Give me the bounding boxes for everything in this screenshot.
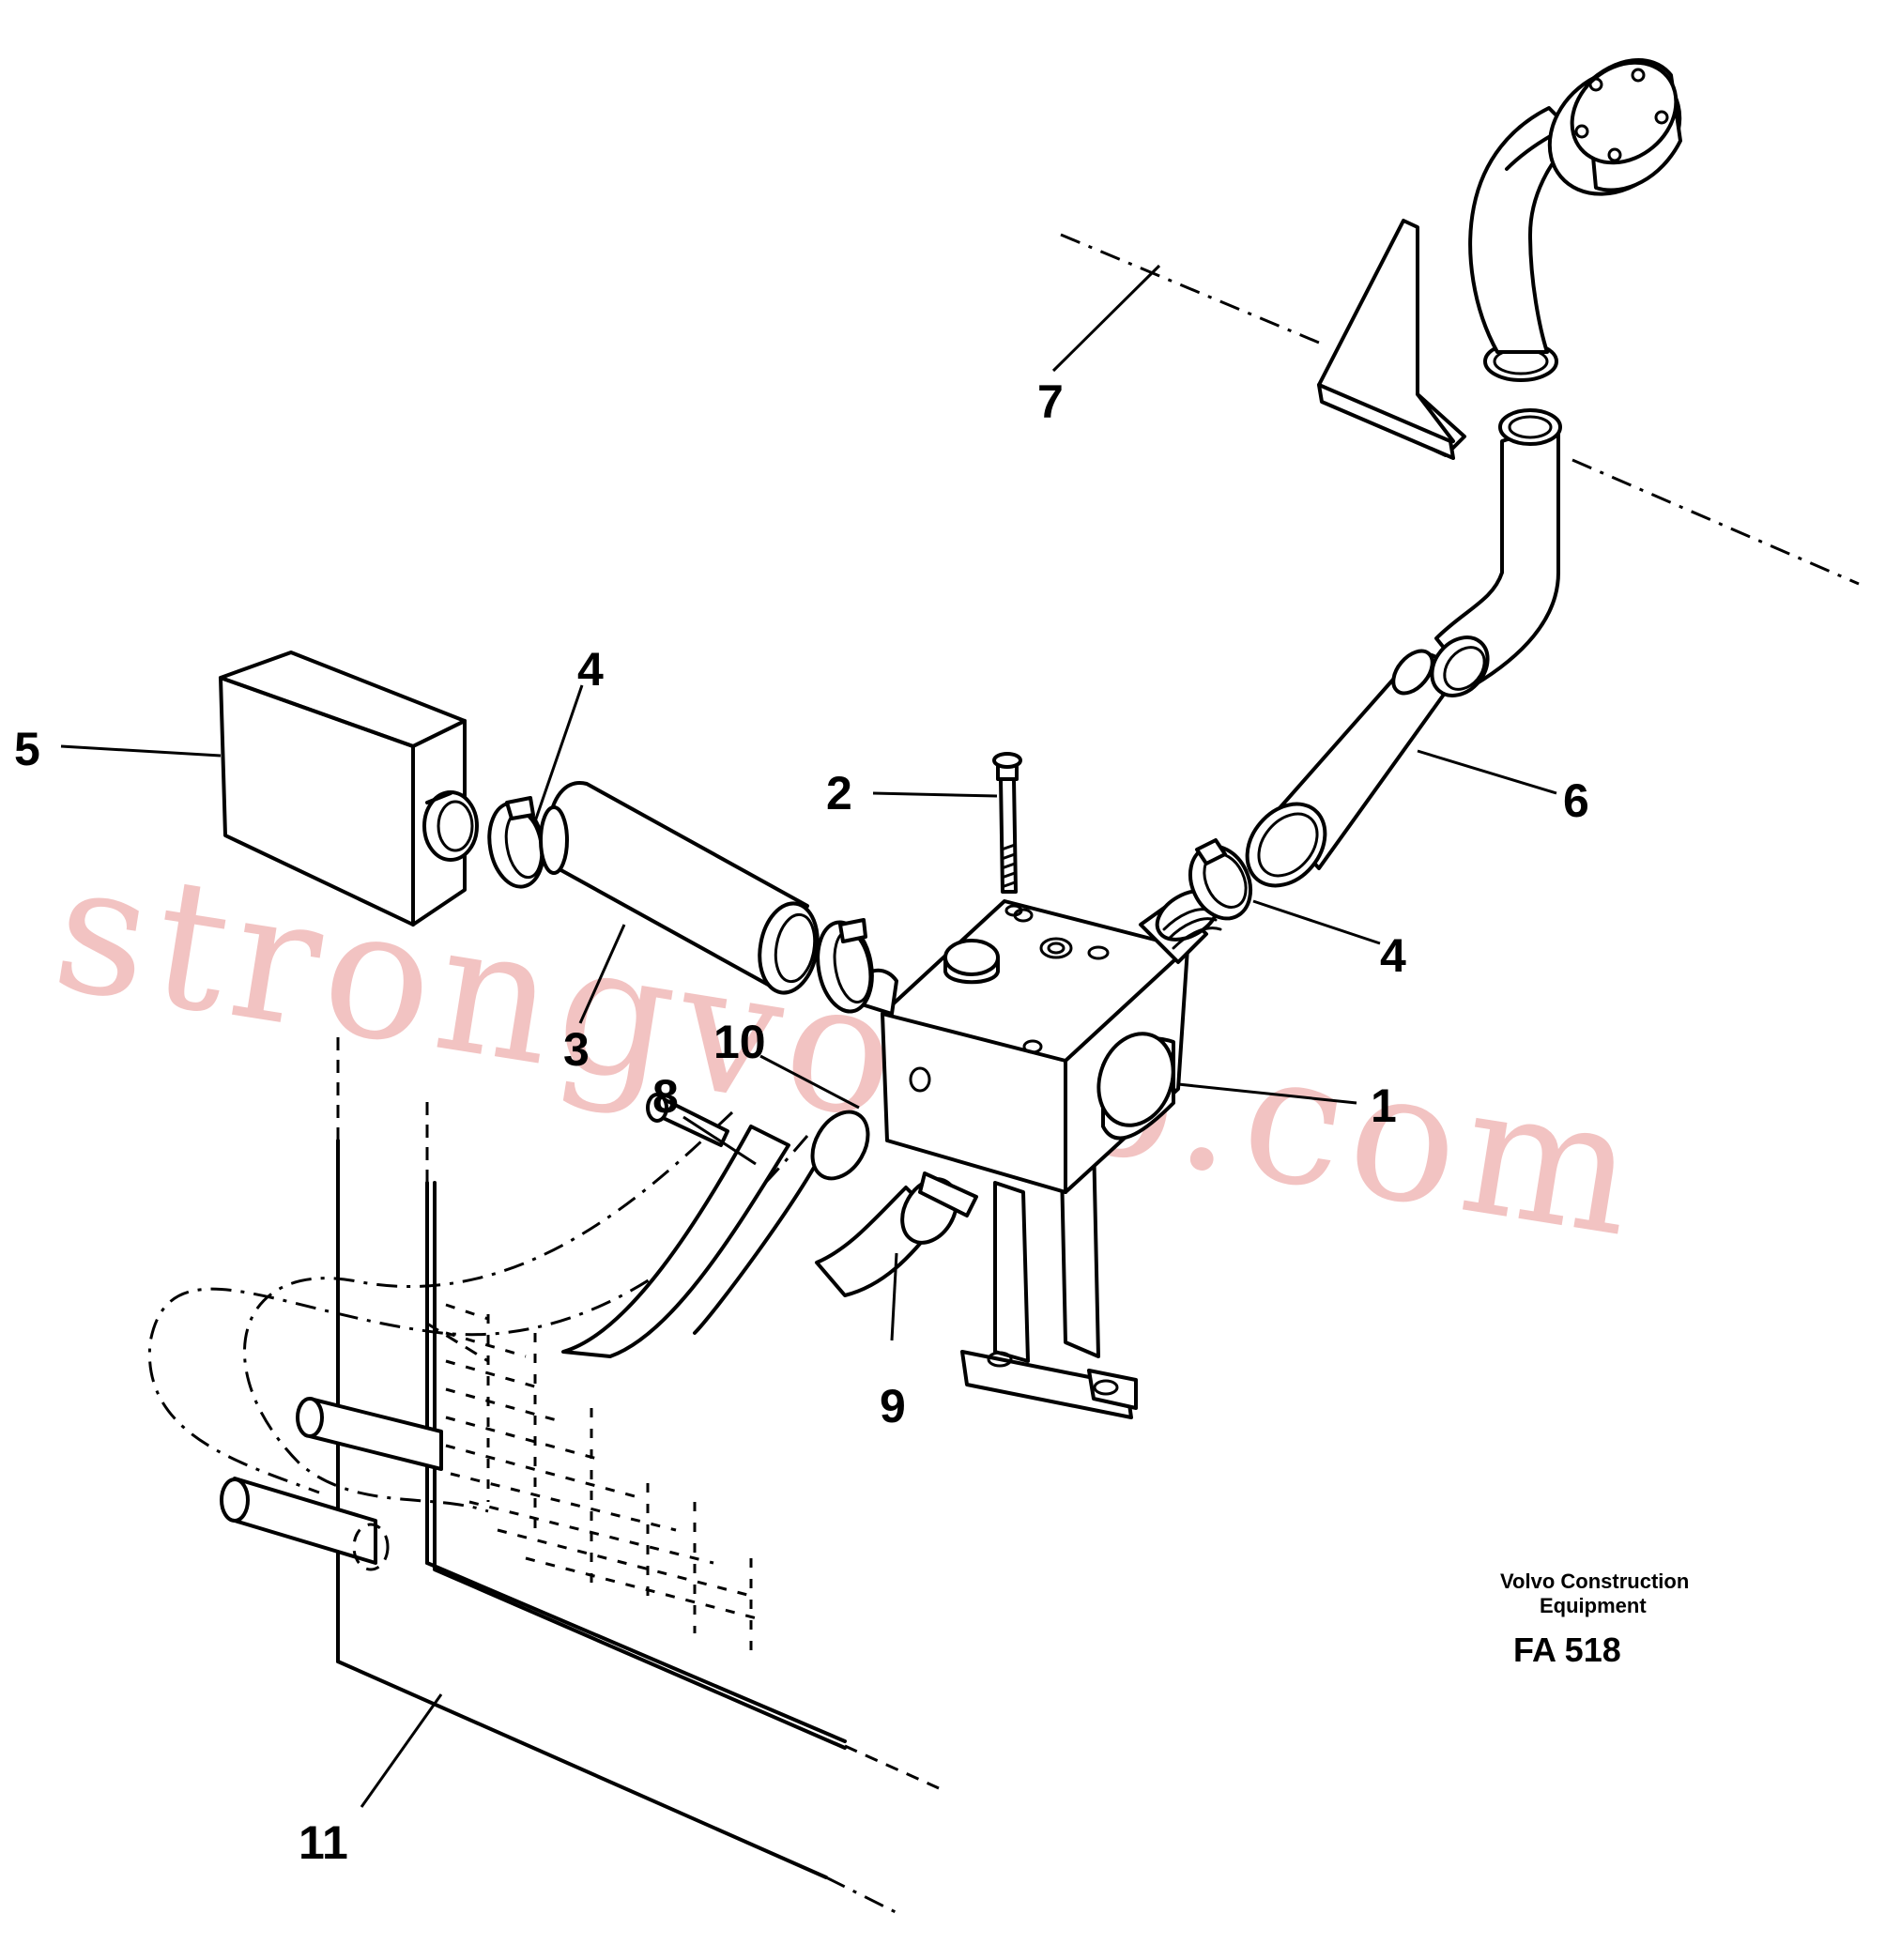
hose-group — [561, 1093, 978, 1358]
hose-6 — [1245, 649, 1452, 888]
callout-8: 8 — [652, 1070, 679, 1123]
figure-code: FA 518 — [1513, 1631, 1621, 1669]
hose-clamp-right — [1188, 838, 1253, 921]
radiator-frame — [336, 1033, 940, 1917]
mounting-bracket — [1317, 219, 1466, 460]
callout-labels: 1 2 3 4 4 5 6 7 8 9 10 11 — [14, 375, 1589, 1869]
hose-3 — [539, 781, 820, 995]
filter-box — [219, 651, 479, 926]
elbow-pipe — [1430, 408, 1562, 697]
credit-line-1: Volvo Construction — [1500, 1570, 1689, 1593]
callout-9: 9 — [880, 1380, 906, 1432]
bolt — [992, 752, 1023, 917]
upper-pipe-assembly — [1468, 106, 1579, 382]
callout-11: 11 — [299, 1816, 348, 1869]
callout-4-right: 4 — [1380, 929, 1406, 982]
callout-1: 1 — [1371, 1080, 1397, 1132]
callout-10: 10 — [713, 1016, 766, 1068]
frame-pipe-stubs — [220, 1397, 443, 1571]
credit-block: Volvo Construction Equipment FA 518 — [1500, 1570, 1689, 1669]
callout-4-left: 4 — [577, 643, 604, 696]
pipe-flange — [1547, 58, 1682, 196]
hidden-hoses — [147, 1110, 809, 1513]
mounting-centerline — [1060, 233, 1860, 586]
credit-line-2: Equipment — [1540, 1594, 1647, 1617]
valve-block — [860, 889, 1222, 1194]
callout-3: 3 — [563, 1023, 590, 1076]
callout-6: 6 — [1563, 774, 1589, 827]
hose-clamp-left — [487, 796, 545, 889]
hose-clamp-valve-left — [816, 918, 874, 1014]
watermark: strongvolvo.com — [42, 822, 1656, 1278]
callout-2: 2 — [826, 767, 852, 819]
leader-lines — [60, 264, 1557, 1808]
callout-5: 5 — [14, 723, 40, 775]
callout-7: 7 — [1037, 375, 1064, 428]
